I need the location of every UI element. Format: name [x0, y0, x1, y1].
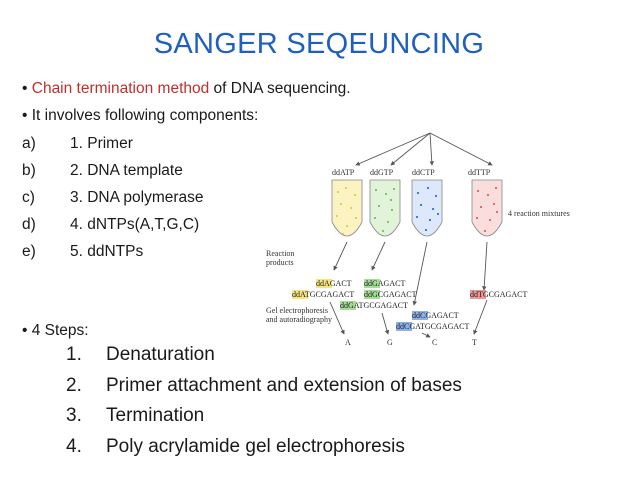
band-7: ddCGAGACT — [412, 311, 459, 320]
bullet-mark: • — [22, 80, 28, 97]
component-text: 3. DNA polymerase — [70, 189, 204, 206]
step-number: 2. — [66, 374, 82, 396]
svg-text:ddTGCGAGACT: ddTGCGAGACT — [470, 290, 527, 299]
component-item: b) 2. DNA template — [22, 162, 183, 180]
bullet-text: of DNA sequencing. — [209, 80, 351, 97]
step-text: Primer attachment and extension of bases — [106, 374, 462, 396]
tube-ddgtp — [369, 179, 401, 237]
bullet-components: • It involves following components: — [22, 107, 258, 125]
band-6: ddGATGCGAGACT — [340, 301, 408, 310]
lane-c: C — [432, 338, 437, 347]
step-number: 1. — [66, 344, 82, 365]
component-label: c) — [22, 189, 35, 206]
step-item: 4. Poly acrylamide gel electrophoresis — [66, 436, 462, 467]
step-item: 2. Primer attachment and extension of bas… — [66, 375, 462, 406]
step-number: 4. — [66, 435, 82, 457]
products-label-line1: Reaction — [266, 249, 294, 258]
component-item: c) 3. DNA polymerase — [22, 189, 204, 207]
tube-ddttp — [471, 179, 503, 237]
product-arrows — [333, 241, 488, 306]
component-label: b) — [22, 162, 36, 179]
step-text: Poly acrylamide gel electrophoresis — [106, 435, 405, 457]
svg-text:ddAGACT: ddAGACT — [316, 279, 352, 288]
svg-text:ddATGCGAGACT: ddATGCGAGACT — [292, 290, 354, 299]
svg-text:ddCGAGACT: ddCGAGACT — [412, 311, 459, 320]
band-4: ddGCGAGACT — [364, 290, 417, 299]
tube-ddctp — [411, 179, 443, 237]
bullet-text: It involves following components: — [31, 107, 259, 124]
tube-label-ddctp: ddCTP — [412, 168, 435, 177]
tube-ddatp — [331, 179, 363, 237]
steps-heading: • 4 Steps: — [22, 322, 89, 339]
component-label: e) — [22, 243, 36, 260]
band-1: ddAGACT — [316, 279, 352, 288]
component-item: e) 5. ddNTPs — [22, 243, 143, 261]
step-text: Denaturation — [106, 344, 215, 365]
gel-label-line1: Gel electrophoresis — [266, 306, 328, 315]
component-text: 2. DNA template — [70, 162, 183, 179]
step-number: 3. — [66, 405, 82, 426]
step-item: 3. Termination — [66, 405, 462, 436]
band-8: ddCGATGCGAGACT — [396, 322, 469, 331]
products-label-line2: products — [266, 258, 294, 267]
tube-label-ddgtp: ddGTP — [370, 168, 394, 177]
component-text: 5. ddNTPs — [70, 243, 144, 260]
lane-arrows — [329, 299, 488, 338]
step-item: 1. Denaturation — [66, 344, 462, 375]
component-label: a) — [22, 135, 36, 152]
svg-text:ddGATGCGAGACT: ddGATGCGAGACT — [340, 301, 408, 310]
page-title: SANGER SEQEUNCING — [153, 28, 485, 60]
lane-a: A — [345, 338, 351, 347]
band-3: ddATGCGAGACT — [292, 290, 354, 299]
svg-text:ddCGATGCGAGACT: ddCGATGCGAGACT — [396, 322, 469, 331]
svg-text:ddGAGACT: ddGAGACT — [364, 279, 405, 288]
band-5: ddTGCGAGACT — [470, 290, 527, 299]
bullet-chain-termination: • Chain termination method of DNA sequen… — [22, 80, 351, 98]
tube-label-ddatp: ddATP — [332, 168, 355, 177]
branch-arrows — [355, 132, 493, 166]
tube-label-ddttp: ddTTP — [468, 168, 491, 177]
mixtures-label: 4 reaction mixtures — [508, 209, 570, 218]
component-item: a) 1. Primer — [22, 135, 133, 153]
steps-list: 1. Denaturation 2. Primer attachment and e… — [66, 344, 462, 466]
component-item: d) 4. dNTPs(A,T,G,C) — [22, 216, 199, 234]
sanger-diagram: ddATP ddGTP ddCTP ddTTP — [266, 132, 570, 347]
component-label: d) — [22, 216, 36, 233]
svg-text:ddGCGAGACT: ddGCGAGACT — [364, 290, 417, 299]
lane-t: T — [472, 338, 477, 347]
highlight-text: Chain termination method — [31, 80, 210, 97]
band-2: ddGAGACT — [364, 279, 405, 288]
step-text: Termination — [106, 405, 205, 426]
bullet-mark: • — [22, 107, 28, 124]
lane-g: G — [387, 338, 393, 347]
component-text: 4. dNTPs(A,T,G,C) — [70, 216, 200, 233]
component-text: 1. Primer — [70, 135, 133, 152]
gel-label-line2: and autoradiography — [266, 315, 332, 324]
